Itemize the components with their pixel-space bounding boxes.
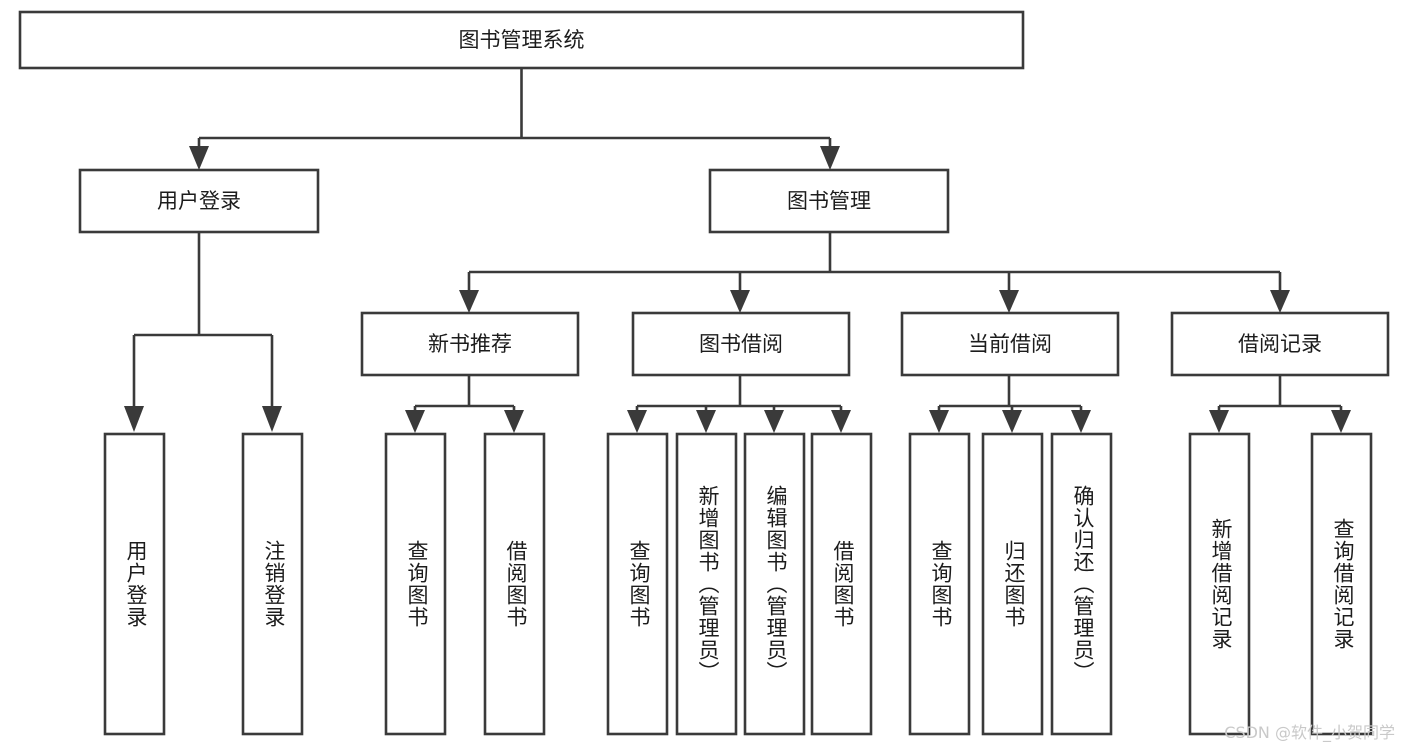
node-leaf-user-login-box[interactable] <box>103 432 166 736</box>
arrow-head-leaf-user-login <box>124 406 144 432</box>
node-leaf-query-book-2-box[interactable] <box>606 432 669 736</box>
node-leaf-borrow-book-1-box[interactable] <box>483 432 546 736</box>
node-leaf-confirm-return-label: 确认归还（管理员） <box>1071 485 1095 683</box>
arrow-head-bb-leaf-4 <box>831 410 851 433</box>
node-book-management[interactable]: 图书管理 <box>708 168 950 234</box>
node-new-book-recommend[interactable]: 新书推荐 <box>360 311 580 377</box>
arrow-head-new-book-rec <box>459 290 479 313</box>
arrow-head-borrow-record <box>1270 290 1290 313</box>
node-leaf-query-book-2-label: 查询图书 <box>627 540 651 628</box>
node-book-borrow-box[interactable] <box>631 311 851 377</box>
arrow-head-bb-leaf-3 <box>764 410 784 433</box>
node-leaf-query-book-3-label: 查询图书 <box>929 540 953 628</box>
arrow-head-current-borrow <box>999 290 1019 313</box>
node-leaf-return-book-box[interactable] <box>981 432 1044 736</box>
node-leaf-query-book-3[interactable]: 查询图书 <box>908 432 971 736</box>
node-leaf-add-book-label: 新增图书（管理员） <box>696 485 720 683</box>
connector-layer <box>124 68 1351 433</box>
node-book-management-box[interactable] <box>708 168 950 234</box>
node-current-borrow[interactable]: 当前借阅 <box>900 311 1120 377</box>
node-borrow-record-box[interactable] <box>1170 311 1390 377</box>
node-book-management-label: 图书管理 <box>787 189 871 213</box>
node-user-login-box[interactable] <box>78 168 320 234</box>
node-leaf-query-book-3-box[interactable] <box>908 432 971 736</box>
node-borrow-record[interactable]: 借阅记录 <box>1170 311 1390 377</box>
node-leaf-user-login-label: 用户登录 <box>124 540 148 628</box>
node-leaf-add-borrow-record[interactable]: 新增借阅记录 <box>1188 432 1251 736</box>
node-leaf-query-book-1-label: 查询图书 <box>405 540 429 628</box>
node-leaf-confirm-return-box[interactable] <box>1050 432 1113 736</box>
node-root-box[interactable] <box>18 10 1025 70</box>
node-user-login[interactable]: 用户登录 <box>78 168 320 234</box>
node-root-label: 图书管理系统 <box>459 28 585 52</box>
node-leaf-add-book-box[interactable] <box>675 432 738 736</box>
node-current-borrow-box[interactable] <box>900 311 1120 377</box>
node-leaf-query-borrow-record-box[interactable] <box>1310 432 1373 736</box>
node-leaf-query-book-1[interactable]: 查询图书 <box>384 432 447 736</box>
node-leaf-borrow-book-2-label: 借阅图书 <box>831 540 855 628</box>
arrow-head-bb-leaf-2 <box>696 410 716 433</box>
node-leaf-user-login[interactable]: 用户登录 <box>103 432 166 736</box>
node-book-borrow[interactable]: 图书借阅 <box>631 311 851 377</box>
arrow-head-br-leaf-1 <box>1209 410 1229 433</box>
node-leaf-logout-box[interactable] <box>241 432 304 736</box>
node-new-book-recommend-label: 新书推荐 <box>428 332 512 356</box>
node-leaf-confirm-return[interactable]: 确认归还（管理员） <box>1050 432 1113 736</box>
node-leaf-edit-book[interactable]: 编辑图书（管理员） <box>743 432 806 736</box>
arrow-head-cb-leaf-2 <box>1002 410 1022 433</box>
arrow-head-user-login <box>189 146 209 170</box>
arrow-head-leaf-logout <box>262 406 282 432</box>
node-leaf-edit-book-label: 编辑图书（管理员） <box>764 485 788 683</box>
node-leaf-query-borrow-record[interactable]: 查询借阅记录 <box>1310 432 1373 736</box>
node-new-book-recommend-box[interactable] <box>360 311 580 377</box>
node-user-login-label: 用户登录 <box>157 189 241 213</box>
node-leaf-logout[interactable]: 注销登录 <box>241 432 304 736</box>
node-leaf-logout-label: 注销登录 <box>262 540 286 628</box>
node-current-borrow-label: 当前借阅 <box>968 332 1052 356</box>
node-leaf-borrow-book-2-box[interactable] <box>810 432 873 736</box>
node-leaf-borrow-book-2[interactable]: 借阅图书 <box>810 432 873 736</box>
node-book-borrow-label: 图书借阅 <box>699 332 783 356</box>
node-leaf-borrow-book-1-label: 借阅图书 <box>504 540 528 628</box>
arrow-head-cb-leaf-3 <box>1071 410 1091 433</box>
arrow-head-nbr-leaf-1 <box>405 410 425 433</box>
node-leaf-query-borrow-record-label: 查询借阅记录 <box>1331 518 1355 650</box>
node-leaf-return-book[interactable]: 归还图书 <box>981 432 1044 736</box>
node-leaf-add-borrow-record-label: 新增借阅记录 <box>1209 518 1233 650</box>
node-leaf-query-book-2[interactable]: 查询图书 <box>606 432 669 736</box>
node-leaf-borrow-book-1[interactable]: 借阅图书 <box>483 432 546 736</box>
arrow-head-cb-leaf-1 <box>929 410 949 433</box>
node-leaf-return-book-label: 归还图书 <box>1002 540 1026 628</box>
node-leaf-add-book[interactable]: 新增图书（管理员） <box>675 432 738 736</box>
arrow-head-book-mgmt <box>820 146 840 170</box>
arrow-head-bb-leaf-1 <box>627 410 647 433</box>
node-leaf-edit-book-box[interactable] <box>743 432 806 736</box>
arrow-head-br-leaf-2 <box>1331 410 1351 433</box>
arrow-head-book-borrow <box>730 290 750 313</box>
node-root[interactable]: 图书管理系统 <box>18 10 1025 70</box>
node-borrow-record-label: 借阅记录 <box>1238 332 1322 356</box>
node-leaf-query-book-1-box[interactable] <box>384 432 447 736</box>
node-leaf-add-borrow-record-box[interactable] <box>1188 432 1251 736</box>
arrow-head-nbr-leaf-2 <box>504 410 524 433</box>
